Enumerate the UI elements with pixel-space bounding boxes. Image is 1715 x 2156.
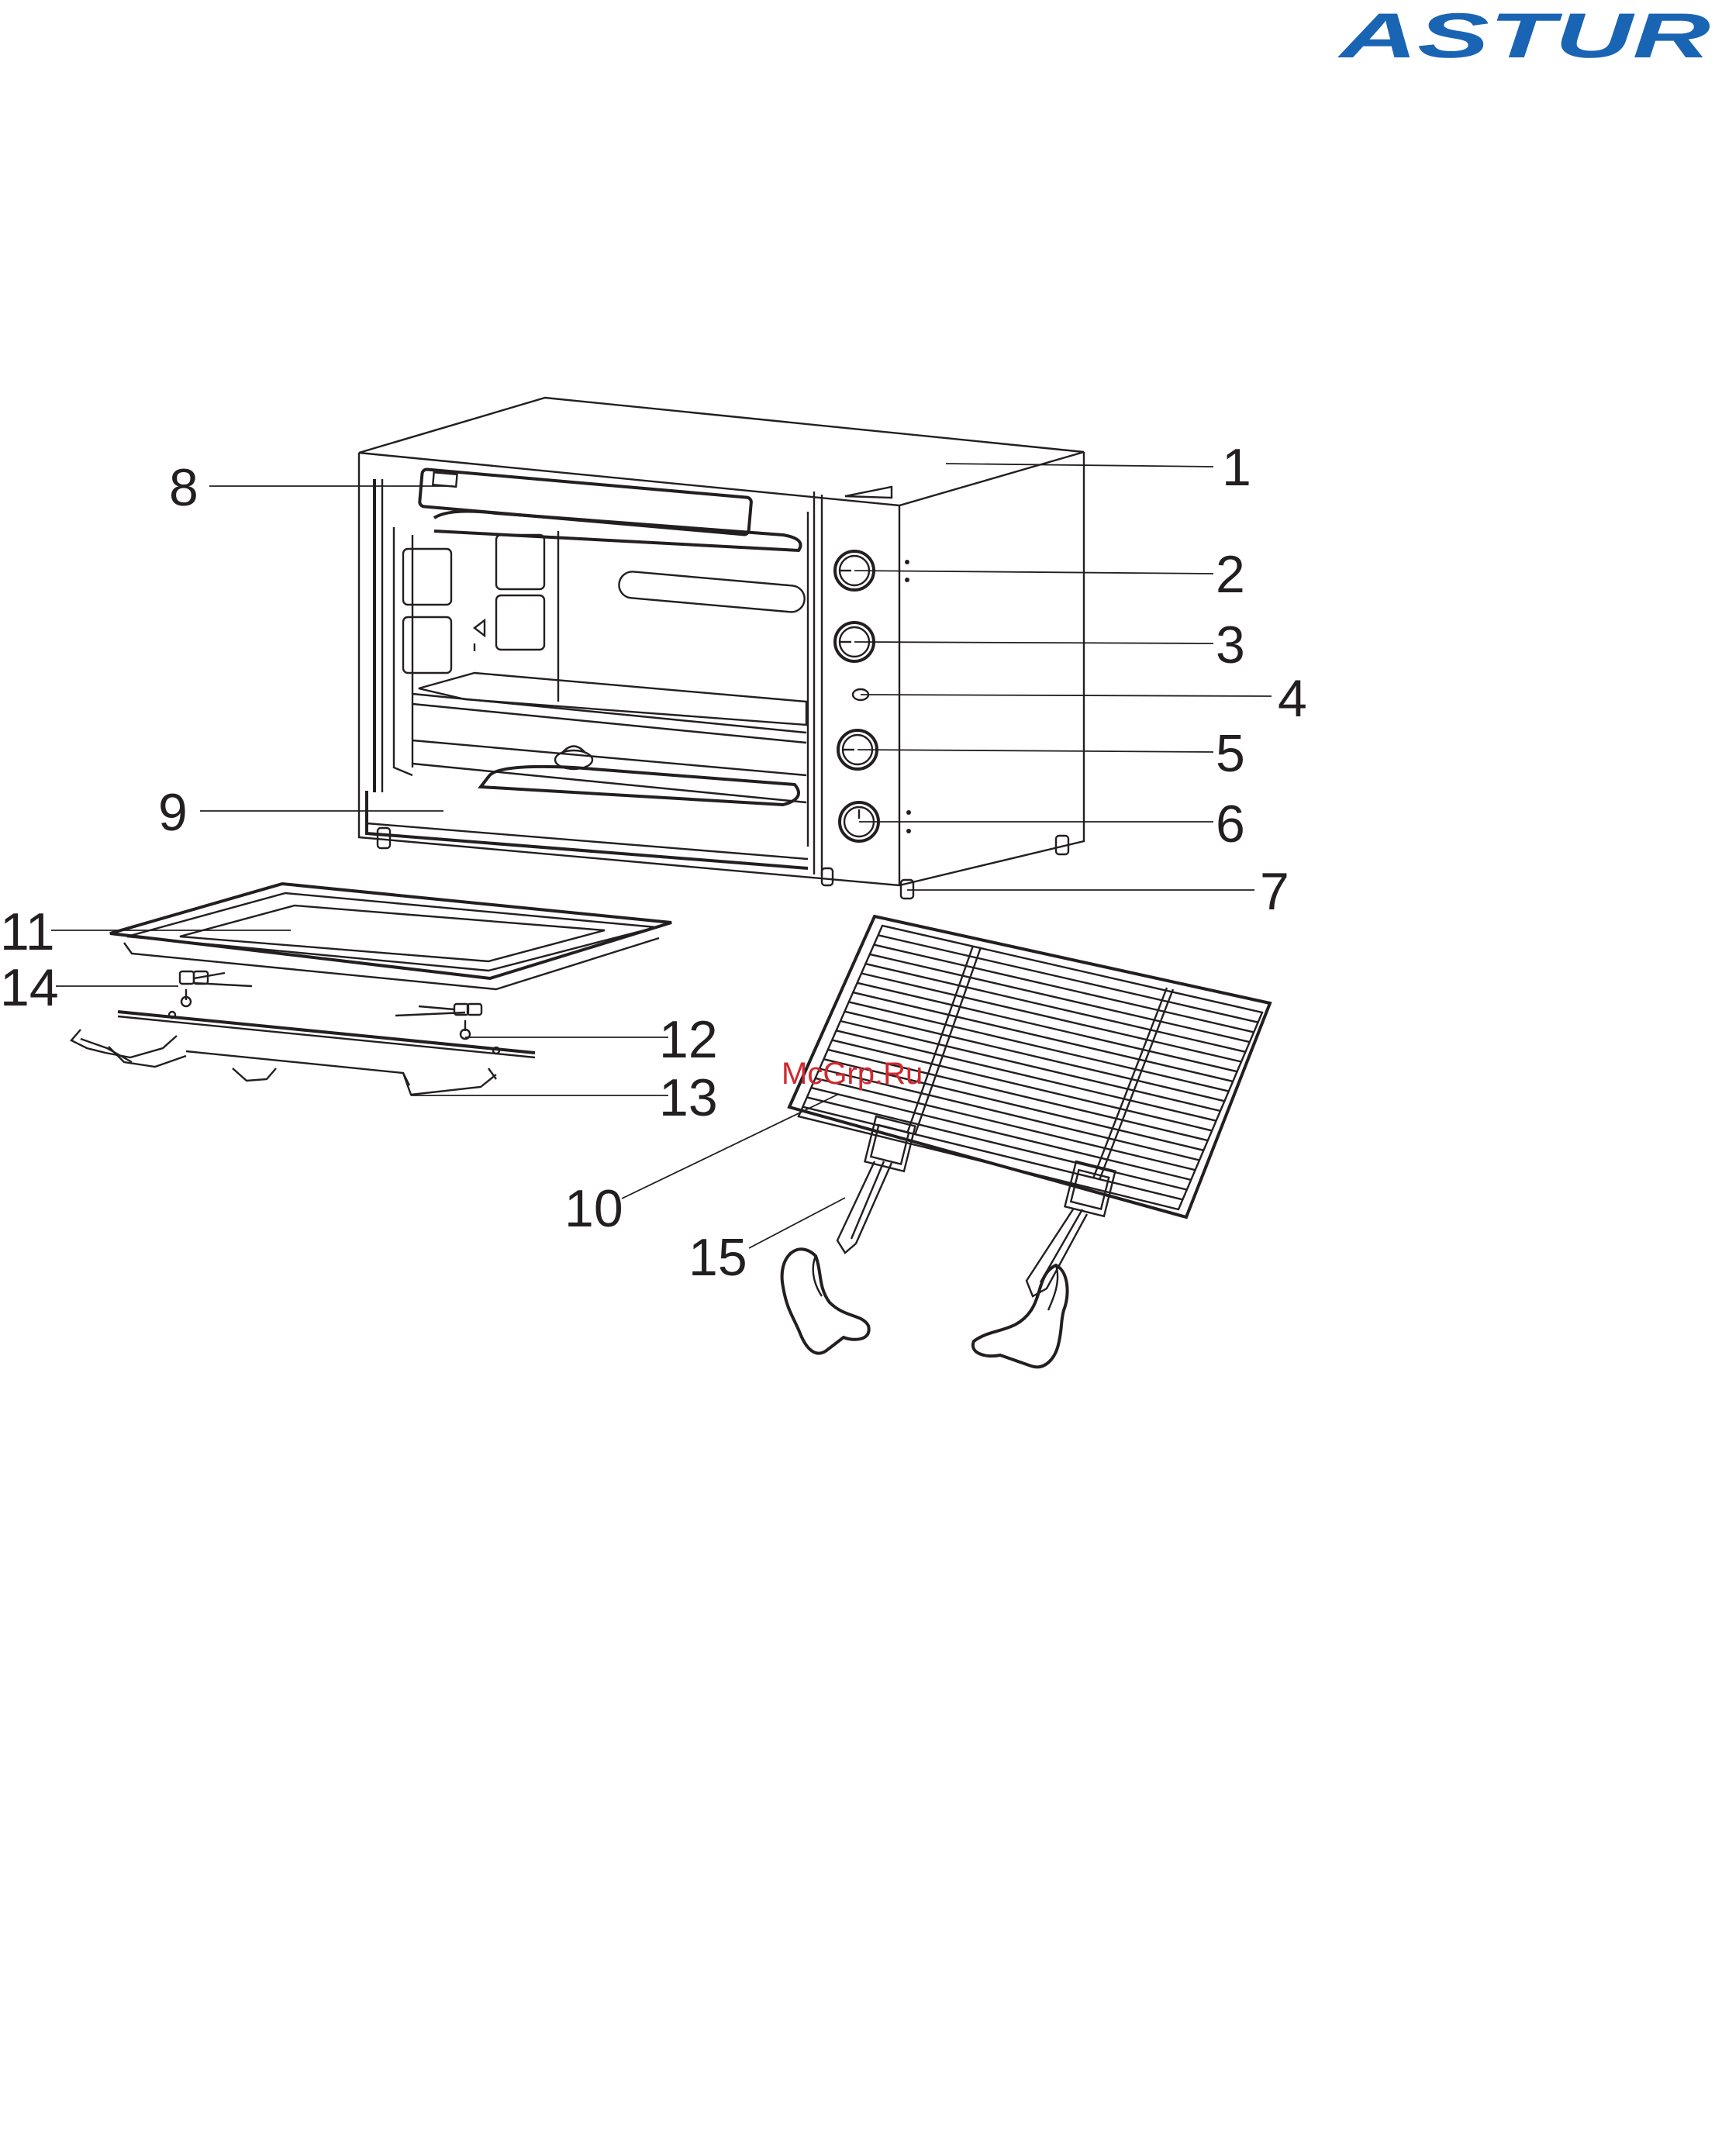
oven (359, 398, 1084, 899)
callout-5: 5 (1216, 724, 1245, 783)
callout-9: 9 (158, 783, 188, 842)
rotisserie-forks (180, 971, 481, 1039)
hands-illustration (782, 1249, 1068, 1367)
grill-rung (878, 935, 1258, 1022)
callout-10: 10 (564, 1179, 623, 1238)
callout-1: 1 (1222, 438, 1251, 497)
grill-handles (837, 1116, 1115, 1296)
callout-12: 12 (659, 1010, 718, 1069)
logo-text: ASTUR (1337, 1, 1710, 71)
callout-6: 6 (1216, 795, 1245, 854)
callout-11: 11 (0, 902, 55, 961)
callout-7: 7 (1260, 862, 1289, 921)
callout-4: 4 (1278, 669, 1307, 728)
callout-15: 15 (688, 1228, 747, 1287)
astur-logo: ASTUR (1337, 1, 1710, 71)
callout-2: 2 (1216, 545, 1245, 604)
watermark-text: McGrp.Ru (782, 1057, 923, 1091)
rotisserie-spit (118, 1012, 535, 1057)
callout-8: 8 (169, 458, 198, 517)
grill-rung (870, 954, 1250, 1042)
rotisserie-support (71, 1030, 496, 1095)
callout-13: 13 (659, 1068, 718, 1127)
callout-3: 3 (1216, 616, 1245, 674)
callout-14: 14 (0, 958, 59, 1017)
